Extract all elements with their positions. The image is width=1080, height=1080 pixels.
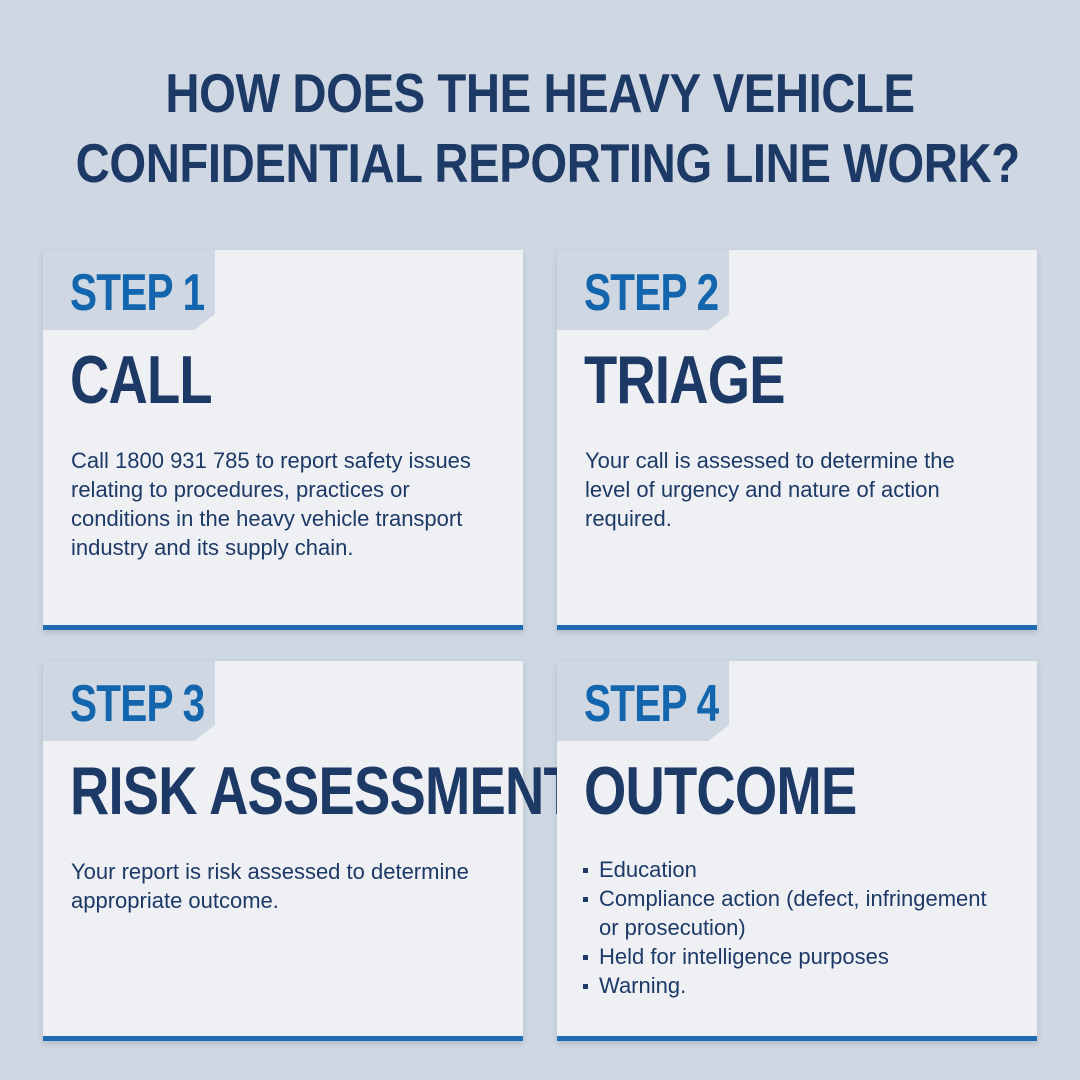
step-description: Call 1800 931 785 to report safety issue… <box>71 448 471 560</box>
step-label: STEP 2 <box>584 264 719 322</box>
page-heading: HOW DOES THE HEAVY VEHICLE CONFIDENTIAL … <box>75 58 1020 198</box>
step-tab: STEP 2 <box>557 250 729 330</box>
outcome-list: Education Compliance action (defect, inf… <box>581 855 1011 1000</box>
list-item: Education <box>581 855 1011 884</box>
step-title: OUTCOME <box>584 753 857 829</box>
heading-line-2: CONFIDENTIAL REPORTING LINE WORK? <box>75 132 1020 194</box>
step-tab: STEP 4 <box>557 661 729 741</box>
step-description: Your report is risk assessed to determin… <box>71 859 469 913</box>
step-title: RISK ASSESSMENT <box>70 753 577 829</box>
step-card-4: STEP 4 OUTCOME Education Compliance acti… <box>557 661 1037 1041</box>
list-item: Held for intelligence purposes <box>581 942 1011 971</box>
step-label: STEP 4 <box>584 675 719 733</box>
step-card-3: STEP 3 RISK ASSESSMENT Your report is ri… <box>43 661 577 1041</box>
step-title: TRIAGE <box>584 342 786 418</box>
step-card-1: STEP 1 CALL Call 1800 931 785 to report … <box>43 250 523 630</box>
step-label: STEP 3 <box>70 675 205 733</box>
list-item: Warning. <box>581 971 1011 1000</box>
step-label: STEP 1 <box>70 264 205 322</box>
step-description: Your call is assessed to determine the l… <box>585 448 955 531</box>
heading-line-1: HOW DOES THE HEAVY VEHICLE <box>165 62 915 124</box>
step-card-2: STEP 2 TRIAGE Your call is assessed to d… <box>557 250 1037 630</box>
list-item: Compliance action (defect, infringement … <box>581 884 1011 942</box>
step-title: CALL <box>70 342 213 418</box>
step-tab: STEP 3 <box>43 661 215 741</box>
step-tab: STEP 1 <box>43 250 215 330</box>
